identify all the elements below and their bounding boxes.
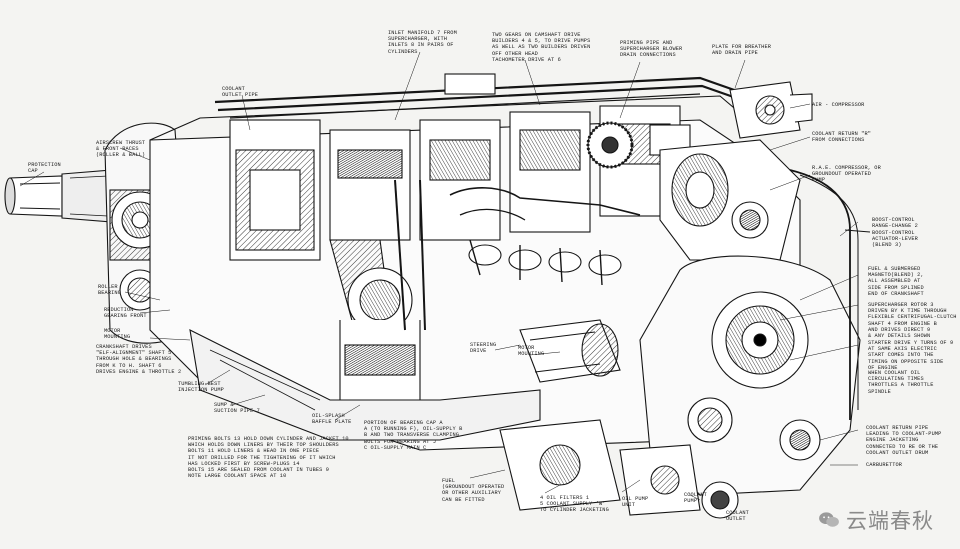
label-coolant-circulator: WHEN COOLANT OIL CIRCULATING TIMES THROT…	[868, 370, 934, 395]
label-carburettor: CARBURETTOR	[866, 462, 903, 468]
intake-ports	[449, 187, 641, 286]
label-motor-mounting: MOTOR MOUNTING	[104, 328, 131, 341]
label-reduction-gear: REDUCTION GEARING FRONT	[104, 307, 147, 320]
label-crankshaft-drives: CRANKSHAFT DRIVES "ELF-ALIGNMENT" SHAFT …	[96, 344, 182, 375]
label-coolant-pump: COOLANT PUMP	[684, 492, 707, 505]
label-boost-actuator: BOOST-CONTROL ACTUATOR-LEVER (BLEND 3)	[872, 230, 918, 249]
supercharger	[659, 139, 801, 261]
label-sump-pipe: SUMP & SUCTION PIPE 7	[214, 402, 260, 415]
label-airscrew-thrust: AIRSCREW THRUST & FRONT RACES (ROLLER & …	[96, 140, 146, 159]
label-oil-pump-unit: OIL PUMP UNIT	[622, 496, 649, 509]
label-priming-bolts: PRIMING BOLTS 13 HOLD DOWN CYLINDER AND …	[188, 436, 349, 480]
rear-accessory-housing	[639, 255, 861, 496]
label-tumbling-drive: TUMBLING-BEST INJECTION PUMP	[178, 381, 224, 394]
cylinder-bank	[229, 105, 681, 261]
label-inlet-manifold: INLET MANIFOLD 7 FROM SUPERCHARGER, WITH…	[388, 30, 457, 55]
label-fuel-groundout: FUEL (GROUNDOUT OPERATED or other Auxili…	[442, 478, 505, 503]
starter-motor	[519, 319, 621, 383]
label-priming-pipe: PRIMING PIPE AND SUPERCHARGER BLOWER DRA…	[620, 40, 683, 59]
reduction-gear-housing	[104, 122, 191, 344]
coolant-pipe-top	[214, 73, 743, 119]
camshaft-gear	[586, 121, 691, 169]
label-coolant-return: COOLANT RETURN "R" FROM CONNECTIONS	[812, 131, 872, 144]
label-protection-cap: PROTECTION CAP	[28, 162, 61, 175]
label-plate-breather: PLATE FOR BREATHER AND DRAIN PIPE	[712, 44, 772, 57]
label-supercharger-rotor: SUPERCHARGER ROTOR 3 DRIVEN BY K TIME TH…	[868, 302, 957, 340]
oil-sump	[189, 329, 541, 441]
crankshaft-section	[329, 179, 426, 411]
watermark: 云端春秋	[818, 505, 934, 535]
leader-lines	[19, 51, 859, 501]
propeller-shaft	[4, 169, 113, 223]
label-starter-drive: STARTER DRIVE Y TURNS OF 9 AT SAME AXIS …	[868, 340, 954, 371]
wechat-logo-icon	[819, 512, 839, 527]
air-compressor	[729, 81, 813, 139]
label-two-gears: TWO GEARS ON CAMSHAFT DRIVE BUILDERS 4 &…	[492, 32, 591, 63]
label-oil-splash: OIL-SPLASH BAFFLE PLATE	[312, 413, 352, 426]
label-coolant-outlet-2: COOLANT OUTLET	[726, 510, 749, 523]
label-coolant-outlet-pipe: COOLANT OUTLET PIPE	[222, 86, 259, 99]
label-steering-drive: STEERING DRIVE	[470, 342, 497, 355]
label-boost-control: BOOST-CONTROL RANGE-CHANGE 2	[872, 217, 918, 230]
watermark-text: 云端春秋	[846, 509, 934, 533]
label-rae-compressor: R.A.E. COMPRESSOR, OR GROUNDOUT OPERATED…	[812, 165, 881, 184]
label-roller-bearing: ROLLER BEARING	[98, 284, 121, 297]
label-fuel-pumps: FUEL & SUBMERGED MAGNETO(BLEND) 2, ALL A…	[868, 266, 924, 297]
label-portion-bearing: PORTION OF BEARING CAP A A (TO RUNNING F…	[364, 420, 463, 451]
label-coolant-return-pipe: COOLANT RETURN PIPE LEADING TO COOLANT-P…	[866, 425, 942, 456]
label-air-compressor: AIR - COMPRESSOR	[812, 102, 865, 108]
label-oil-filters: 4 OIL FILTERS 1 5 COOLANT SUPPLY 'W' TO …	[540, 495, 609, 514]
label-motor-mounting-2: MOTOR MOUNTING	[518, 345, 545, 358]
